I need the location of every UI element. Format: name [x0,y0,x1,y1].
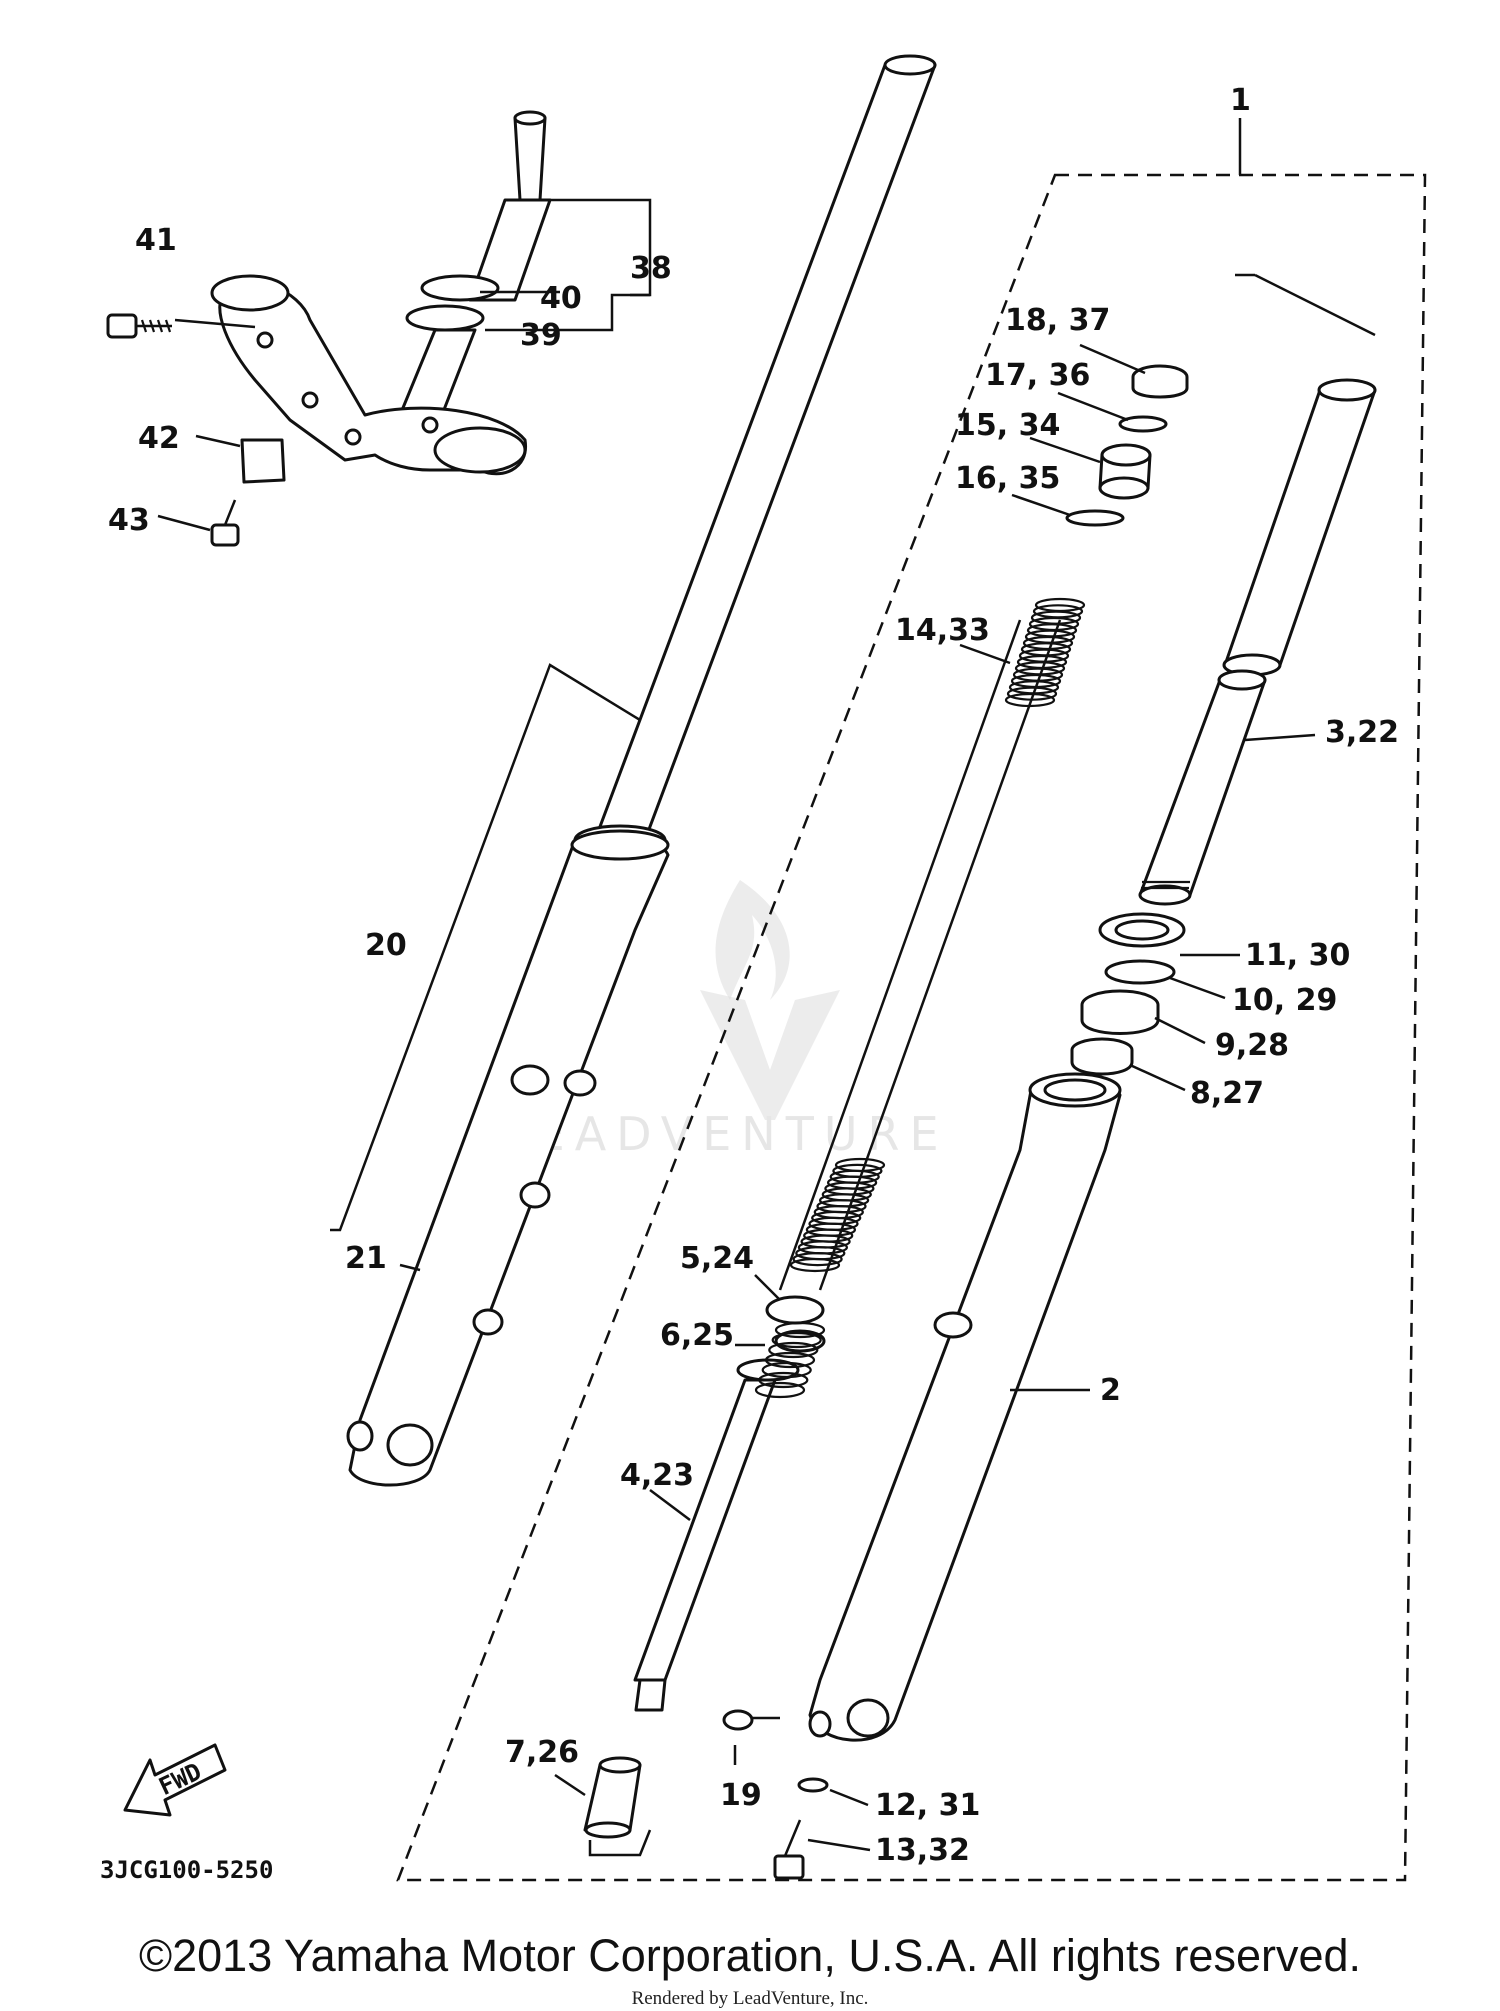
callout-8-27: 8,27 [1190,1076,1264,1111]
rebound-spring-coils [754,1321,826,1399]
callout-20: 20 [365,928,407,963]
watermark-text: LEADVENTURE [500,1107,949,1161]
spring-coil [768,1341,819,1359]
assembly-boundary: 1 [396,83,1427,1882]
callout-12-31: 12, 31 [875,1788,980,1823]
spring-coil [758,1371,809,1389]
callout-4-23: 4,23 [620,1458,694,1493]
fwd-arrow: FWD [123,1743,227,1817]
leader-lines [157,198,1376,1852]
spring-coil [1004,692,1056,708]
callout-42: 42 [138,421,180,456]
fork-spring-upper-coils [1004,597,1086,708]
callout-labels: 2 3,22 4,23 5,24 6,25 7,26 8,27 9,28 10,… [108,223,1399,1868]
outer-tube-2 [808,1072,1122,1742]
spring-coil [789,1257,841,1273]
diagram-code: 3JCG100-5250 [100,1856,273,1884]
callout-10-29: 10, 29 [1232,983,1337,1018]
callout-13-32: 13,32 [875,1833,970,1868]
callout-41: 41 [135,223,177,258]
washer-12 [797,1777,829,1793]
bolt-13 [773,1819,805,1880]
callout-18-37: 18, 37 [1005,303,1110,338]
inner-tube-20 [573,54,937,856]
callout-3-22: 3,22 [1325,715,1399,750]
cap-bolt-15-18 [1065,364,1189,527]
spring-coil [761,1361,812,1379]
spring-coil [1006,686,1058,701]
oil-lock-piece-7-26 [583,1756,652,1857]
spring-coil [764,1351,816,1369]
callout-21: 21 [345,1241,387,1276]
outer-tube-21 [346,829,670,1487]
callout-2: 2 [1100,1373,1121,1408]
inner-tube-3-22 [1138,378,1377,906]
callout-15-34: 15, 34 [955,408,1060,443]
callout-39: 39 [520,318,562,353]
copyright-notice: ©2013 Yamaha Motor Corporation, U.S.A. A… [138,1930,1362,1981]
callout-38: 38 [630,251,672,286]
callout-17-36: 17, 36 [985,358,1090,393]
steering-stem-assembly [210,110,552,484]
callout-6-25: 6,25 [660,1318,734,1353]
rendered-by-notice: Rendered by LeadVenture, Inc. [631,1988,869,2009]
callout-9-28: 9,28 [1215,1028,1289,1063]
callout-40: 40 [540,281,582,316]
fork-spring-lower-coils [789,1157,886,1273]
spring-coil [771,1331,822,1349]
seals-8-11 [1070,912,1186,1076]
callout-14-33: 14,33 [895,613,990,648]
bolt-41 [106,313,172,339]
bolt-43 [210,499,240,547]
callout-16-35: 16, 35 [955,461,1060,496]
damper-rod-4-23 [633,1358,800,1712]
spring-coil [792,1251,843,1267]
spring-coil [774,1321,826,1339]
callout-11-30: 11, 30 [1245,938,1350,973]
callout-19: 19 [720,1778,762,1813]
bolt-19 [722,1709,780,1731]
callout-43: 43 [108,503,150,538]
spring-coil [754,1381,806,1399]
callout-5-24: 5,24 [680,1241,754,1276]
callout-7-26: 7,26 [505,1735,579,1770]
fork-spring-14-33 [778,619,1062,1291]
callout-1: 1 [1230,83,1251,118]
